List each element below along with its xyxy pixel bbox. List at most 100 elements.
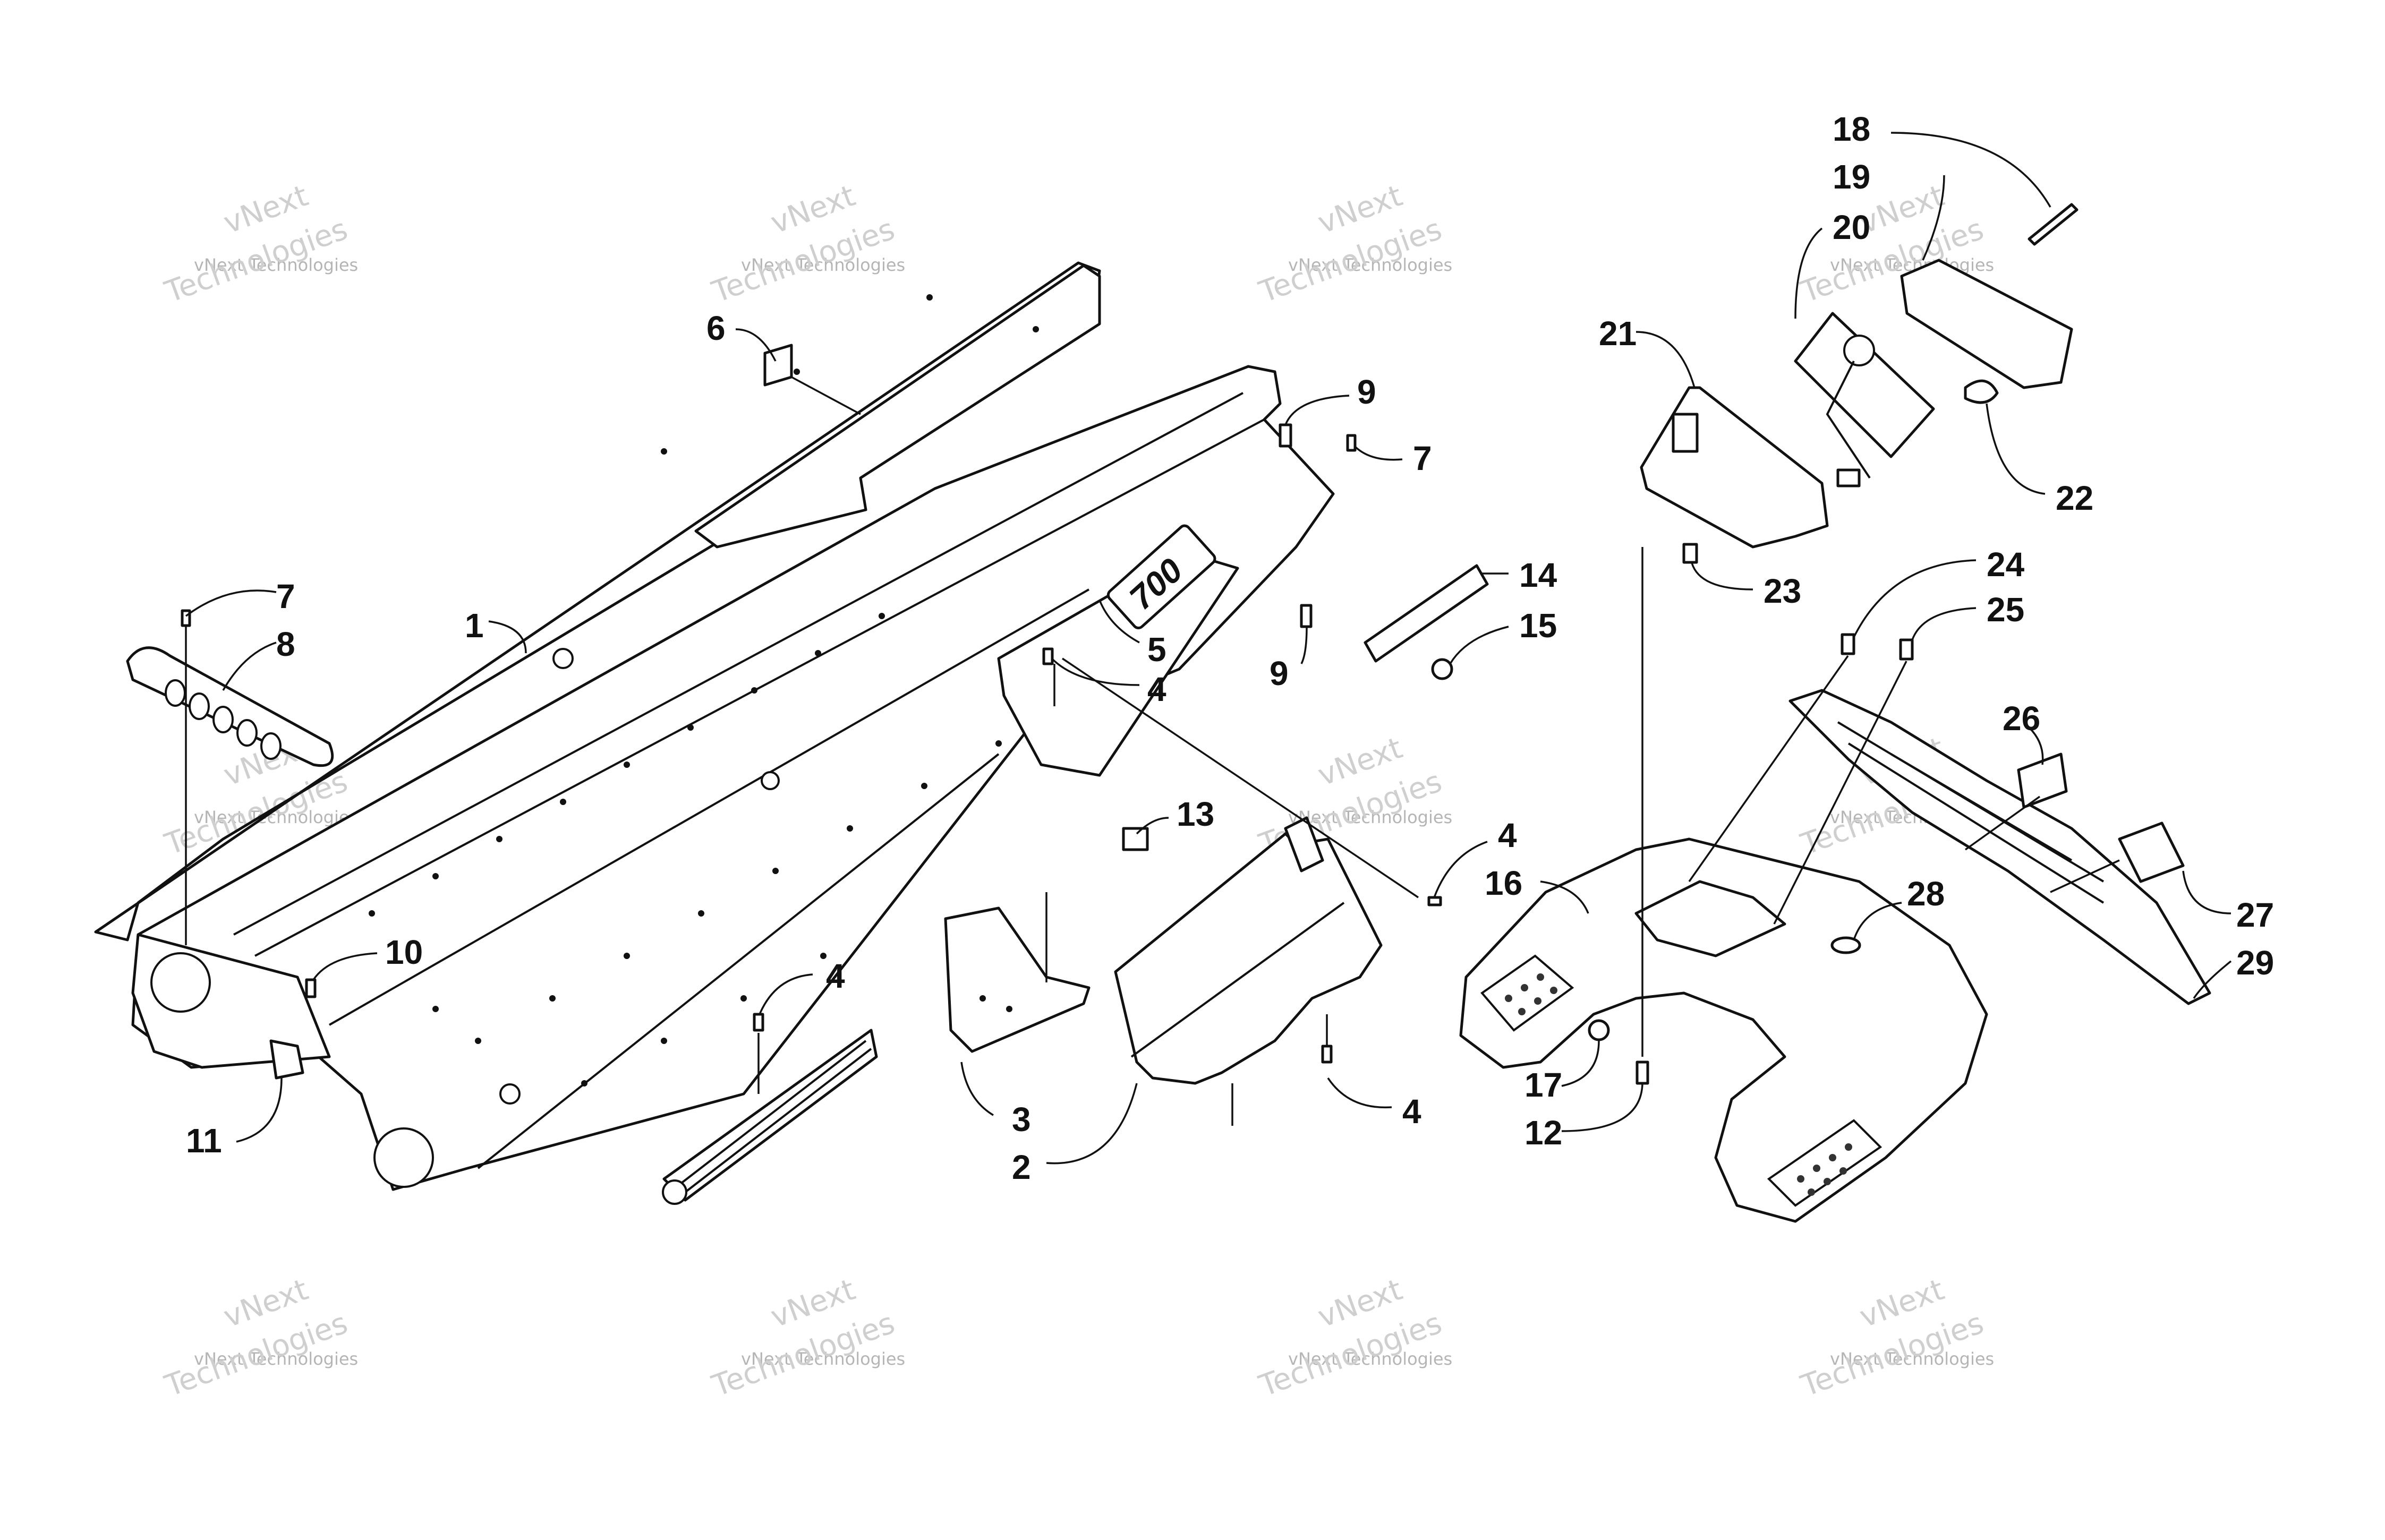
rivet-4-d [1427, 896, 1442, 906]
grill-outline [1767, 1119, 1883, 1207]
taillight-lens-plate-20 [1794, 312, 1935, 458]
tunnel-edge-line-3 [329, 588, 1089, 1026]
callout-7a: 7 [276, 577, 295, 615]
grill-dot [1797, 1175, 1804, 1183]
callout-5: 5 [1147, 630, 1166, 669]
watermark-3: vNext vNext Technologies Technologies [1255, 178, 1453, 310]
grill-dot [1505, 995, 1512, 1002]
leader-24-line [1688, 655, 1849, 883]
snow-flap-end-cap [662, 1179, 687, 1205]
tunnel-upper-hole [761, 771, 780, 790]
callout-29: 29 [2236, 944, 2274, 982]
callout-4d: 4 [1498, 816, 1517, 854]
rivet [847, 825, 853, 832]
wire-connector [1836, 468, 1861, 487]
rivet [921, 783, 927, 789]
leader-1 [488, 620, 527, 654]
callout-3: 3 [1012, 1100, 1031, 1139]
tube-holes [165, 679, 282, 760]
nut-23 [1682, 543, 1698, 564]
tube-hole [165, 679, 186, 707]
leader-9b [1300, 626, 1308, 664]
bumper-grill-left [1480, 954, 1574, 1032]
leader-4a [1051, 657, 1140, 686]
leader-2 [1046, 1083, 1138, 1165]
grill-dot [1845, 1143, 1852, 1151]
taillight-assembly [1640, 203, 2079, 549]
leader-6 [735, 328, 861, 415]
callout-17: 17 [1524, 1066, 1562, 1104]
watermark-11: vNext vNext Technologies Technologies [1255, 1272, 1453, 1404]
screw-9-upper [1279, 423, 1292, 448]
rivet [820, 953, 827, 959]
leader-3 [960, 1062, 994, 1116]
callout-26: 26 [2003, 699, 2040, 738]
taillight-bracket-box [1672, 413, 1699, 453]
callout-4b: 4 [826, 957, 845, 995]
leader-7a [185, 589, 277, 617]
leader-24 [1853, 559, 1977, 638]
watermark-9: vNext vNext Technologies Technologies [160, 1272, 359, 1404]
rivet [560, 799, 566, 805]
leader-lines [185, 132, 2232, 1165]
tunnel-edge-line-1 [233, 392, 1243, 936]
watermark-line2: vNext Technologies [1288, 255, 1452, 275]
tube-hole [212, 706, 234, 733]
screw-24 [1841, 633, 1855, 655]
mount-plate [944, 906, 1091, 1053]
watermark-line2: vNext Technologies [194, 255, 358, 275]
callout-20: 20 [1833, 208, 1870, 246]
watermark-12: vNext vNext Technologies Technologies [1796, 1272, 1995, 1404]
rivet [687, 724, 694, 731]
leader-9a [1284, 395, 1350, 425]
screw-12 [1636, 1060, 1649, 1085]
callout-13: 13 [1177, 795, 1214, 833]
bumper-grill-right [1767, 1119, 1883, 1207]
grill-dot [1534, 997, 1541, 1005]
hitch-bracket-tab [1284, 816, 1324, 872]
rivet-7-left [181, 609, 191, 627]
hitch-bracket [1114, 832, 1383, 1085]
rivet [815, 650, 821, 656]
rivet [581, 1080, 587, 1086]
leader-5 [1098, 600, 1140, 644]
callout-10: 10 [385, 933, 423, 971]
callout-12: 12 [1524, 1114, 1562, 1152]
leader-4c [1327, 1077, 1392, 1109]
screw-9-lower [1300, 604, 1313, 628]
callout-15: 15 [1519, 606, 1557, 645]
decal-outline [1106, 524, 1216, 630]
rivet [995, 740, 1002, 747]
rivet-7-right [1346, 434, 1357, 452]
rivet [369, 910, 375, 917]
callout-16: 16 [1485, 864, 1522, 902]
callout-21: 21 [1599, 314, 1637, 353]
rivet-4-a [1042, 647, 1054, 665]
nut-17 [1588, 1019, 1610, 1041]
leader-12 [1561, 1083, 1643, 1132]
end-plate-hole-lower [373, 1127, 434, 1188]
rear-bumper-tube [126, 646, 334, 767]
grill-outline [1480, 954, 1574, 1032]
snowflap-vents [1837, 721, 2105, 904]
grill-dot [1829, 1154, 1836, 1161]
grill-dot [1839, 1167, 1847, 1175]
watermark-10: vNext vNext Technologies Technologies [708, 1272, 906, 1404]
tube-hole [260, 732, 282, 760]
rear-bumper-assembly [1459, 689, 2211, 1223]
callout-19: 19 [1833, 158, 1870, 196]
leader-10 [312, 952, 378, 980]
screw-15 [1431, 658, 1453, 680]
fasteners [181, 423, 1914, 1085]
callout-28: 28 [1907, 875, 1945, 913]
leader-4d [1433, 841, 1488, 898]
leader-4b [759, 973, 813, 1015]
clip-13 [1122, 827, 1149, 851]
callout-2: 2 [1012, 1148, 1031, 1186]
rivet [740, 995, 747, 1002]
callout-18: 18 [1833, 110, 1870, 148]
grill-dot [1550, 987, 1557, 994]
taillight-lens-19 [1900, 259, 2073, 389]
leader-23 [1691, 562, 1753, 591]
callout-9a: 9 [1357, 373, 1376, 411]
